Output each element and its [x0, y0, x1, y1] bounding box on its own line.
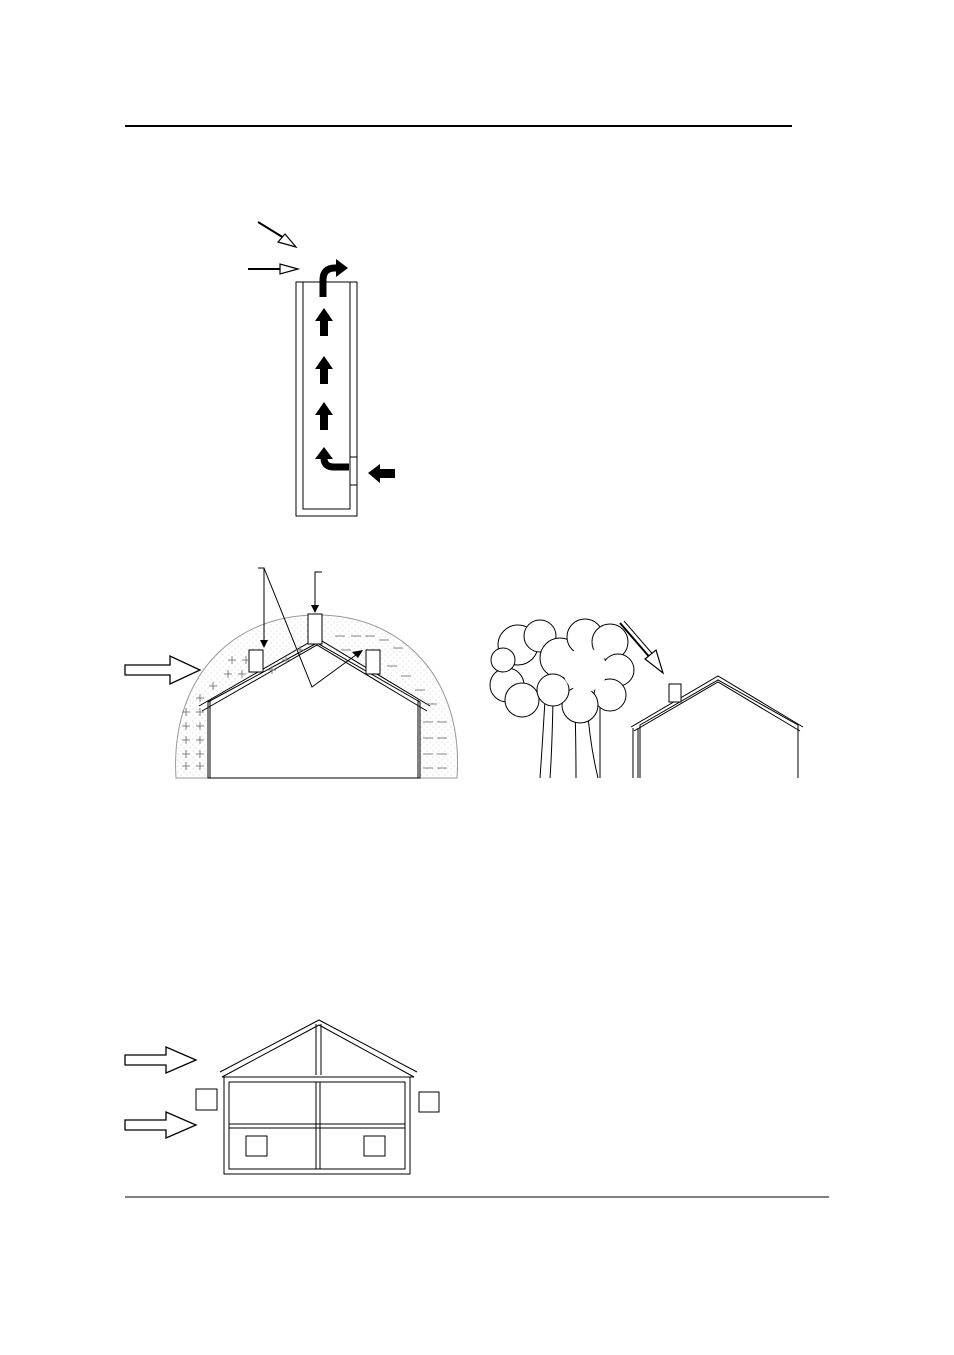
house-walls: [223, 1076, 411, 1175]
tree-crown-right: [536, 618, 635, 724]
house-roof: [219, 1019, 418, 1078]
wind-outline-arrow-icon: [124, 654, 202, 686]
plus-sign-icon: [182, 762, 190, 770]
plus-sign-icon: [196, 694, 204, 702]
chimney-leeward: [365, 649, 381, 675]
plus-sign-icon: [196, 736, 204, 744]
negative-pressure-marks: [335, 635, 447, 769]
wind-outline-arrow-upper-icon: [124, 1046, 198, 1074]
tree-trunks: [539, 699, 601, 779]
rising-air-arrows: [315, 308, 333, 430]
leader-arrowhead: [311, 605, 319, 613]
air-inlet-arrow-icon: [368, 464, 395, 483]
house-right: [630, 675, 804, 778]
house-wind-cross-section-figure: [124, 1019, 440, 1175]
plus-sign-icon: [242, 656, 250, 664]
plus-sign-icon: [268, 666, 276, 674]
up-arrow-icon: [315, 356, 333, 384]
downdraft-arrow-icon: [619, 620, 665, 675]
wind-arrow-diagonal: [257, 221, 298, 249]
building-edge: [632, 728, 639, 778]
plus-sign-icon: [228, 656, 236, 664]
chimney-windward: [248, 649, 264, 673]
plus-sign-icon: [182, 750, 190, 758]
chimney-ridge: [307, 613, 323, 645]
plus-sign-icon: [182, 708, 190, 716]
plus-sign-icon: [238, 670, 246, 678]
wind-outline-arrow-lower-icon: [124, 1111, 198, 1139]
leader-arrowhead: [260, 640, 268, 648]
leader-lines: [258, 567, 361, 688]
flue-exit-arrow-icon: [319, 259, 348, 297]
up-arrow-icon: [315, 402, 333, 430]
plus-sign-icon: [196, 762, 204, 770]
plus-sign-icon: [182, 722, 190, 730]
plus-sign-icon: [282, 656, 290, 664]
plus-sign-icon: [196, 722, 204, 730]
plus-sign-icon: [196, 708, 204, 716]
trees-downdraft-figure: [489, 618, 804, 779]
plus-sign-icon: [196, 750, 204, 758]
chimney-small: [668, 683, 682, 703]
plus-sign-icon: [296, 646, 304, 654]
up-arrow-icon: [315, 308, 333, 336]
wind-arrow-horizontal: [248, 263, 301, 275]
plus-sign-icon: [182, 736, 190, 744]
tree-crown-left: [489, 619, 557, 718]
vent-box-left-inside: [245, 1135, 268, 1157]
roof-pressure-zones-figure: [124, 567, 459, 779]
vent-box-left-outside: [195, 1088, 218, 1111]
chimney-draft-figure: [248, 221, 395, 517]
positive-pressure-marks: [182, 646, 304, 770]
vent-box-right-inside: [363, 1135, 386, 1157]
vent-box-right-outside: [418, 1091, 440, 1113]
plus-sign-icon: [209, 682, 217, 690]
leader-arrowhead: [352, 650, 363, 658]
flue-entry-arrow-icon: [315, 447, 349, 471]
plus-sign-icon: [224, 670, 232, 678]
